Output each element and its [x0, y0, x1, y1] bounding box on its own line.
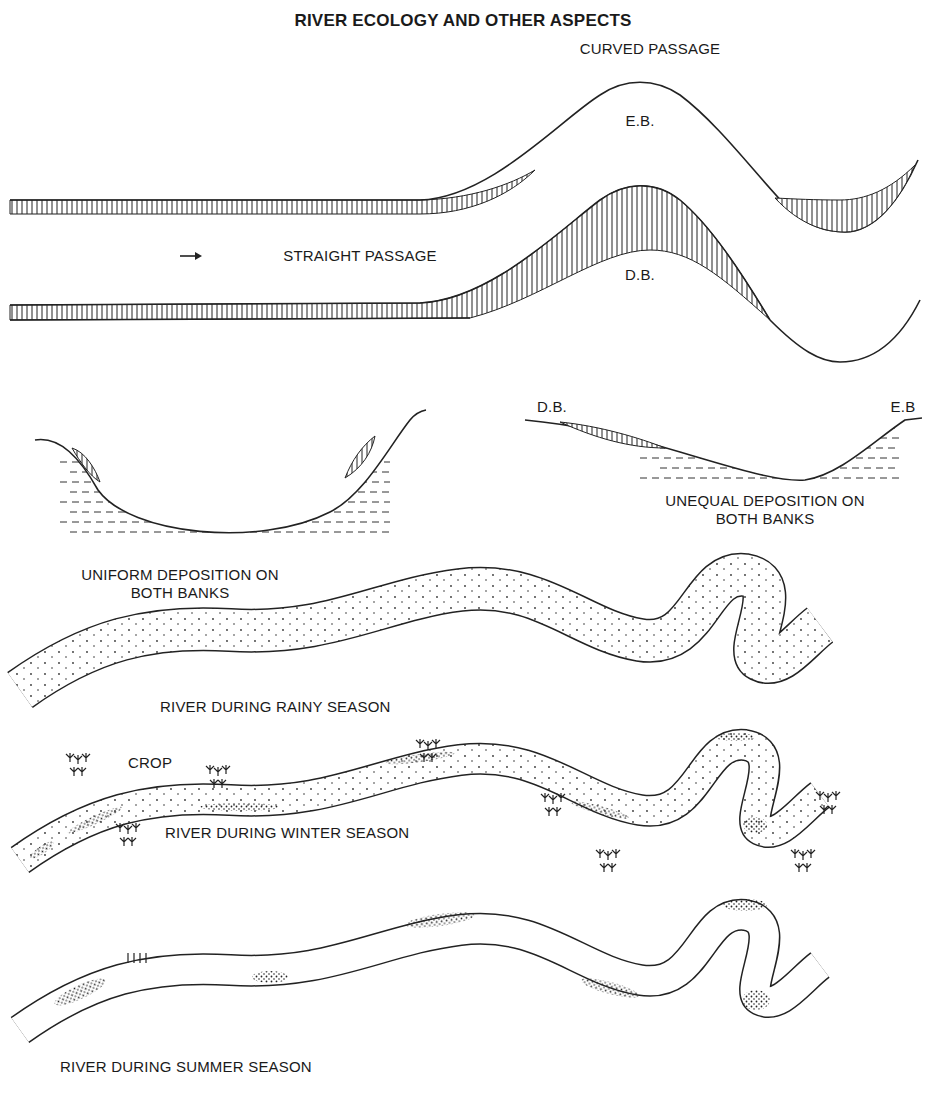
passage-label: STRAIGHT PASSAGE: [283, 247, 437, 265]
bank-label: D.B.: [625, 266, 655, 284]
bank-label: E.B.: [625, 112, 654, 130]
crop-label: CROP: [128, 754, 172, 772]
passage-label: CURVED PASSAGE: [580, 40, 721, 58]
diagram-title: RIVER ECOLOGY AND OTHER ASPECTS: [294, 12, 631, 30]
section-caption: UNIFORM DEPOSITION ON BOTH BANKS: [78, 566, 283, 602]
section-caption: UNEQUAL DEPOSITION ON BOTH BANKS: [658, 492, 873, 528]
bank-label: D.B.: [537, 398, 567, 416]
season-caption: RIVER DURING SUMMER SEASON: [60, 1058, 312, 1076]
season-caption: RIVER DURING WINTER SEASON: [165, 824, 409, 842]
bank-label: E.B: [891, 398, 916, 416]
season-caption: RIVER DURING RAINY SEASON: [160, 698, 391, 716]
